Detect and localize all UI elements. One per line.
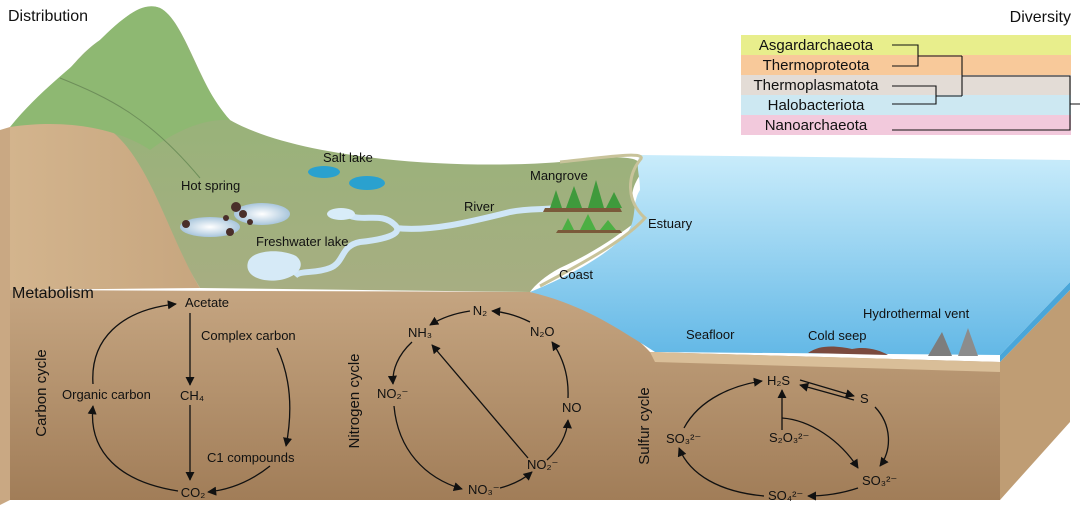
- nitrogen-cycle-title: Nitrogen cycle: [346, 353, 363, 448]
- seafloor-label: Seafloor: [686, 327, 735, 342]
- salt-lake-pond: [308, 166, 340, 178]
- complex-carbon-label: Complex carbon: [201, 328, 296, 343]
- arrow-nh3-to-no2: [387, 341, 413, 385]
- arrow-s-to-h2s: [799, 382, 855, 401]
- river-pond: [327, 208, 355, 220]
- arrow-c1-to-co2: [207, 465, 271, 496]
- carbon-cycle: Carbon cycle Acetate Complex carbon Orga…: [33, 295, 296, 500]
- arrow-n2o-to-n2: [491, 307, 531, 323]
- mangrove-label: Mangrove: [530, 168, 588, 183]
- freshwater-lake-label: Freshwater lake: [256, 234, 348, 249]
- soil-shelf: [650, 352, 1000, 372]
- organic-carbon-label: Organic carbon: [62, 387, 151, 402]
- hydrothermal-vent-chimney: [958, 328, 978, 356]
- h2s-label: H₂S: [767, 373, 790, 388]
- nh3-label: NH₃: [408, 325, 432, 340]
- hot-spring-pool: [180, 217, 240, 237]
- no-label: NO: [562, 400, 582, 415]
- salt-lake-pond: [349, 176, 385, 190]
- arrow-no2-to-no3: [393, 405, 463, 492]
- river-label: River: [464, 199, 495, 214]
- taxon-band: [741, 95, 1071, 115]
- block-right-face: [1000, 290, 1070, 500]
- river: [394, 205, 556, 232]
- n2-label: N₂: [473, 303, 487, 318]
- so4-label: SO₄²⁻: [768, 488, 803, 503]
- arrow-organic-carbon-to-acetate: [92, 300, 177, 385]
- arrow-complex-carbon-to-c1: [276, 347, 293, 447]
- taxon-label: Thermoplasmatota: [753, 77, 879, 94]
- mountain: [10, 6, 230, 150]
- river: [292, 209, 401, 279]
- taxon-band: [741, 55, 1071, 75]
- tree-branches: [892, 44, 1080, 131]
- carbon-cycle-title: Carbon cycle: [33, 349, 50, 437]
- arrow-so4-to-so3: [677, 447, 765, 497]
- freshwater-lake: [247, 251, 301, 281]
- sea-right-face: [1000, 282, 1070, 362]
- sulfur-cycle: Sulfur cycle H₂S S SO₃²⁻ S₂O₃²⁻ SO₃²⁻ SO…: [636, 373, 897, 503]
- mountain-ridge: [59, 77, 201, 179]
- metabolism-heading: Metabolism: [12, 285, 94, 302]
- acetate-label: Acetate: [185, 295, 229, 310]
- arrow-h2s-to-s: [799, 379, 855, 399]
- arrow-no2-to-nh3: [431, 344, 529, 459]
- mangrove-trees: [543, 180, 622, 233]
- coastline: [539, 153, 648, 288]
- taxon-label: Thermoproteota: [763, 57, 870, 74]
- landscape: [0, 6, 1070, 505]
- so3-right-label: SO₃²⁻: [862, 473, 897, 488]
- cold-seep-mound: [808, 346, 888, 355]
- cold-seep-label: Cold seep: [808, 328, 867, 343]
- nitrogen-cycle: Nitrogen cycle N₂ NH₃ N₂O NO₂⁻ NO NO₂⁻ N…: [346, 303, 582, 497]
- hot-spring-label: Hot spring: [181, 178, 240, 193]
- taxon-label: Asgardarchaeota: [759, 37, 874, 54]
- arrow-n2-to-nh3: [429, 310, 471, 326]
- block-left-face: [0, 127, 10, 505]
- no2-left-label: NO₂⁻: [377, 386, 408, 401]
- arrow-s2o3-to-so3: [781, 417, 859, 469]
- arrow-so3-to-so4: [807, 487, 859, 501]
- sea: [530, 155, 1070, 355]
- hydrothermal-vent-label: Hydrothermal vent: [863, 306, 970, 321]
- s2o3-label: S₂O₃²⁻: [769, 430, 809, 445]
- ch4-label: CH₄: [180, 388, 204, 403]
- distribution-heading: Distribution: [8, 8, 88, 25]
- coast-label: Coast: [559, 267, 593, 282]
- arrow-co2-to-organic-carbon: [87, 405, 179, 492]
- no2-bottom-label: NO₂⁻: [527, 457, 558, 472]
- salt-lake-label: Salt lake: [323, 150, 373, 165]
- diversity-tree-panel: AsgardarchaeotaThermoproteotaThermoplasm…: [741, 35, 1080, 135]
- estuary-label: Estuary: [648, 216, 693, 231]
- c1-compounds-label: C1 compounds: [207, 450, 295, 465]
- arrow-no-to-n2o: [551, 341, 569, 399]
- sulfur-cycle-title: Sulfur cycle: [636, 387, 653, 465]
- arrow-s-to-so3: [874, 406, 890, 467]
- arrow-so3-to-h2s: [683, 377, 763, 429]
- soil-front: [10, 290, 1000, 500]
- co2-label: CO₂: [181, 485, 206, 500]
- n2o-label: N₂O: [530, 324, 555, 339]
- habitat-labels: Salt lake Hot spring Mangrove River Estu…: [181, 150, 970, 343]
- hot-spring-pool: [234, 203, 290, 225]
- arrow-no3-to-no2: [499, 471, 533, 489]
- taxon-band: [741, 75, 1071, 95]
- left-slope: [10, 120, 200, 290]
- no3-label: NO₃⁻: [468, 482, 500, 497]
- arrow-no2-to-no: [546, 419, 572, 461]
- hot-spring-rocks: [182, 202, 253, 236]
- taxon-label: Halobacteriota: [768, 97, 865, 114]
- taxon-label: Nanoarchaeota: [765, 117, 868, 134]
- so3-left-label: SO₃²⁻: [666, 431, 701, 446]
- hydrothermal-vent-chimney: [928, 332, 952, 356]
- diversity-heading: Diversity: [1010, 9, 1071, 26]
- s-label: S: [860, 391, 869, 406]
- taxon-bands: AsgardarchaeotaThermoproteotaThermoplasm…: [741, 35, 1071, 135]
